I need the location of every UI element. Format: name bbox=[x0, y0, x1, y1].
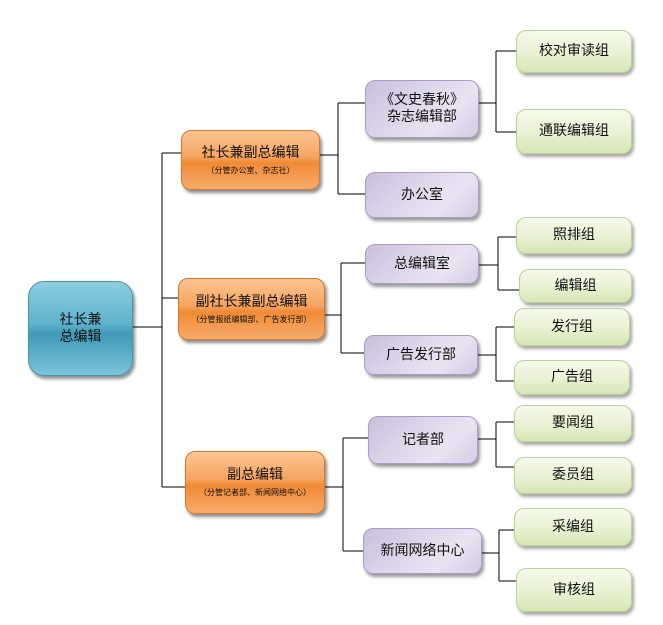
l3-label: 编辑组 bbox=[554, 277, 597, 294]
l1-title: 副总编辑 bbox=[227, 467, 283, 484]
l2-node-reporters: 记者部 bbox=[368, 416, 478, 464]
l2-line1: 广告发行部 bbox=[386, 346, 456, 363]
l3-node-reporting-editing: 采编组 bbox=[514, 508, 632, 546]
l1-subtitle: （分管记者部、新闻网络中心） bbox=[199, 488, 311, 498]
l3-node-review: 审核组 bbox=[516, 568, 632, 612]
l2-line2: 杂志编辑部 bbox=[387, 109, 457, 125]
l1-subtitle: （分管办公室、杂志社） bbox=[206, 165, 295, 175]
root-line1: 社长兼 bbox=[59, 311, 102, 328]
l2-line1: 《文史春秋》 bbox=[380, 92, 464, 109]
l3-node-typesetting: 照排组 bbox=[516, 217, 632, 254]
l2-line1: 总编辑室 bbox=[394, 255, 450, 272]
connector-l2-3 bbox=[479, 236, 519, 291]
l2-line1: 记者部 bbox=[402, 431, 444, 448]
l2-node-office: 办公室 bbox=[365, 172, 479, 218]
l3-label: 发行组 bbox=[551, 318, 593, 335]
l3-node-headline-news: 要闻组 bbox=[514, 405, 632, 442]
l1-title: 社长兼副总编辑 bbox=[201, 144, 300, 161]
l3-label: 校对审读组 bbox=[539, 43, 609, 60]
l3-label: 采编组 bbox=[552, 518, 594, 535]
l2-node-news-network-center: 新闻网络中心 bbox=[363, 528, 482, 574]
connector-l2-6 bbox=[482, 529, 516, 582]
l1-node-deputy-editor: 副总编辑 （分管记者部、新闻网络中心） bbox=[185, 451, 325, 514]
l3-node-advertising: 广告组 bbox=[514, 360, 630, 395]
l3-node-proofreading: 校对审读组 bbox=[516, 30, 632, 73]
l3-label: 委员组 bbox=[552, 467, 594, 484]
l2-node-magazine-editorial: 《文史春秋》 杂志编辑部 bbox=[365, 80, 479, 138]
l3-node-distribution: 发行组 bbox=[514, 308, 630, 346]
root-node-president-editor-in-chief: 社长兼 总编辑 bbox=[28, 281, 133, 376]
l3-node-liaison-editing: 通联编辑组 bbox=[516, 109, 632, 154]
l3-label: 通联编辑组 bbox=[539, 123, 609, 140]
connector-l2-4 bbox=[478, 326, 514, 382]
l2-line1: 新闻网络中心 bbox=[380, 542, 465, 559]
l1-title: 副社长兼副总编辑 bbox=[195, 293, 308, 310]
l1-node-vice-president-deputy-editor: 副社长兼副总编辑 （分管报纸编辑部、广告发行部） bbox=[178, 278, 325, 340]
l3-node-editing: 编辑组 bbox=[519, 269, 632, 303]
l3-label: 照排组 bbox=[553, 227, 595, 244]
l1-node-president-deputy-editor: 社长兼副总编辑 （分管办公室、杂志社） bbox=[181, 130, 320, 190]
connector-l2-1 bbox=[479, 50, 516, 133]
l2-node-ad-distribution: 广告发行部 bbox=[364, 335, 478, 375]
l2-line1: 办公室 bbox=[401, 186, 443, 203]
l3-node-committee: 委员组 bbox=[514, 457, 632, 494]
l3-label: 审核组 bbox=[553, 581, 595, 598]
l1-subtitle: （分管报纸编辑部、广告发行部） bbox=[191, 314, 312, 324]
connector-root-trunk bbox=[133, 152, 185, 488]
l3-label: 要闻组 bbox=[552, 415, 594, 432]
l2-node-editor-office: 总编辑室 bbox=[365, 244, 479, 284]
connector-l2-5 bbox=[478, 421, 514, 468]
connector-l1-1 bbox=[320, 102, 365, 195]
connector-l1-2 bbox=[325, 262, 365, 354]
root-line2: 总编辑 bbox=[59, 328, 102, 345]
connector-l1-3 bbox=[325, 437, 368, 552]
l3-label: 广告组 bbox=[551, 369, 593, 386]
